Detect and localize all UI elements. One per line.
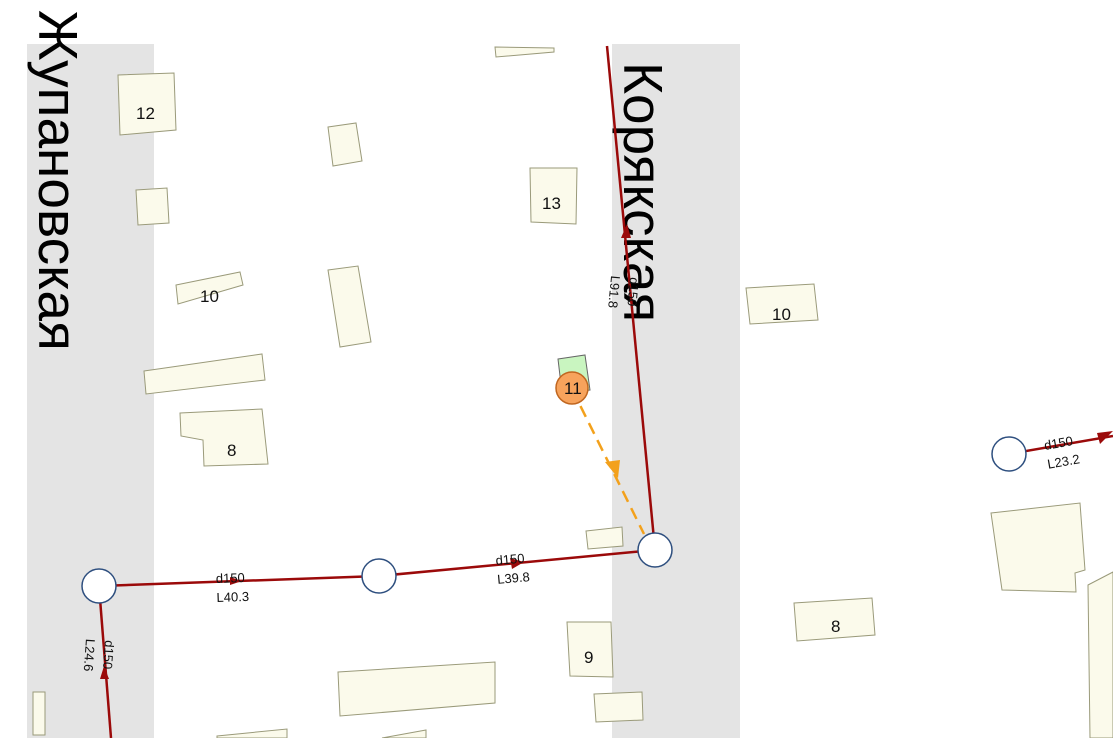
building-number-12: 12 bbox=[136, 104, 155, 123]
pipe-label-mid-horizontal: d150 L39.8 bbox=[495, 551, 531, 587]
flow-arrow-icon bbox=[621, 224, 631, 238]
svg-text:d150: d150 bbox=[1043, 433, 1074, 453]
wells-layer bbox=[81, 436, 1027, 604]
well-circle-icon[interactable] bbox=[637, 532, 673, 568]
svg-text:d150: d150 bbox=[624, 277, 641, 307]
flow-arrow-icon bbox=[230, 577, 242, 585]
building[interactable] bbox=[494, 46, 555, 58]
well-circle-icon[interactable] bbox=[991, 436, 1027, 472]
building-number-10-right: 10 bbox=[772, 305, 791, 324]
road-zhupanovskaya bbox=[27, 44, 154, 738]
svg-text:d150: d150 bbox=[495, 551, 525, 568]
pipe-label-far-right: d150 L23.2 bbox=[1043, 433, 1081, 472]
flow-arrow-icon bbox=[100, 666, 109, 679]
building[interactable] bbox=[216, 728, 288, 738]
pipe-left-vertical[interactable] bbox=[97, 585, 113, 738]
building[interactable] bbox=[143, 353, 266, 395]
building[interactable] bbox=[585, 526, 624, 550]
svg-text:L24.6: L24.6 bbox=[81, 638, 98, 672]
consumer-connection-line[interactable] bbox=[570, 388, 646, 535]
building[interactable] bbox=[327, 265, 372, 348]
pipe-label-left-horizontal: d150 L40.3 bbox=[216, 570, 250, 605]
building[interactable] bbox=[990, 502, 1086, 593]
street-name-zhupanovskaya: Жупановская bbox=[27, 10, 89, 351]
building-number-8-left: 8 bbox=[227, 441, 236, 460]
building[interactable] bbox=[745, 283, 819, 325]
flow-arrow-icon bbox=[510, 558, 524, 569]
street-name-koryakskaya: Корякская bbox=[612, 62, 674, 322]
building[interactable] bbox=[1087, 571, 1113, 738]
pipe-label-left-vertical: d150 L24.6 bbox=[81, 638, 117, 672]
building-number-13: 13 bbox=[542, 194, 561, 213]
building[interactable] bbox=[175, 271, 244, 305]
building[interactable] bbox=[135, 187, 170, 226]
building[interactable] bbox=[179, 408, 269, 467]
building[interactable] bbox=[593, 691, 644, 723]
svg-text:L91.8: L91.8 bbox=[605, 275, 623, 309]
pipe-right-vertical[interactable] bbox=[605, 45, 657, 551]
flow-arrow-icon bbox=[605, 460, 620, 478]
road-koryakskaya bbox=[612, 44, 740, 738]
svg-text:d150: d150 bbox=[216, 570, 245, 586]
buildings-layer bbox=[32, 46, 1113, 738]
building[interactable] bbox=[327, 122, 363, 167]
building[interactable] bbox=[793, 597, 876, 642]
building[interactable] bbox=[381, 729, 427, 738]
pipe-label-right-vertical: d150 L91.8 bbox=[605, 275, 642, 309]
building[interactable] bbox=[529, 167, 578, 225]
consumer-circle-icon bbox=[555, 371, 589, 405]
svg-text:d150: d150 bbox=[100, 640, 117, 670]
building-number-9: 9 bbox=[584, 648, 593, 667]
well-circle-icon[interactable] bbox=[81, 568, 117, 604]
building-number-8-right: 8 bbox=[831, 617, 840, 636]
building[interactable] bbox=[566, 621, 614, 678]
consumer-label: 11 bbox=[564, 379, 582, 398]
building[interactable] bbox=[117, 72, 177, 136]
building-number-10-left: 10 bbox=[200, 287, 219, 306]
building[interactable] bbox=[32, 691, 46, 736]
svg-text:L23.2: L23.2 bbox=[1046, 451, 1081, 471]
svg-text:L40.3: L40.3 bbox=[216, 589, 249, 605]
flow-arrow-icon bbox=[1097, 431, 1113, 444]
svg-text:L39.8: L39.8 bbox=[497, 569, 531, 587]
well-circle-icon[interactable] bbox=[361, 558, 397, 594]
building[interactable] bbox=[337, 661, 496, 717]
consumer-node[interactable]: 11 bbox=[555, 371, 589, 405]
flow-arrows bbox=[100, 224, 1113, 679]
